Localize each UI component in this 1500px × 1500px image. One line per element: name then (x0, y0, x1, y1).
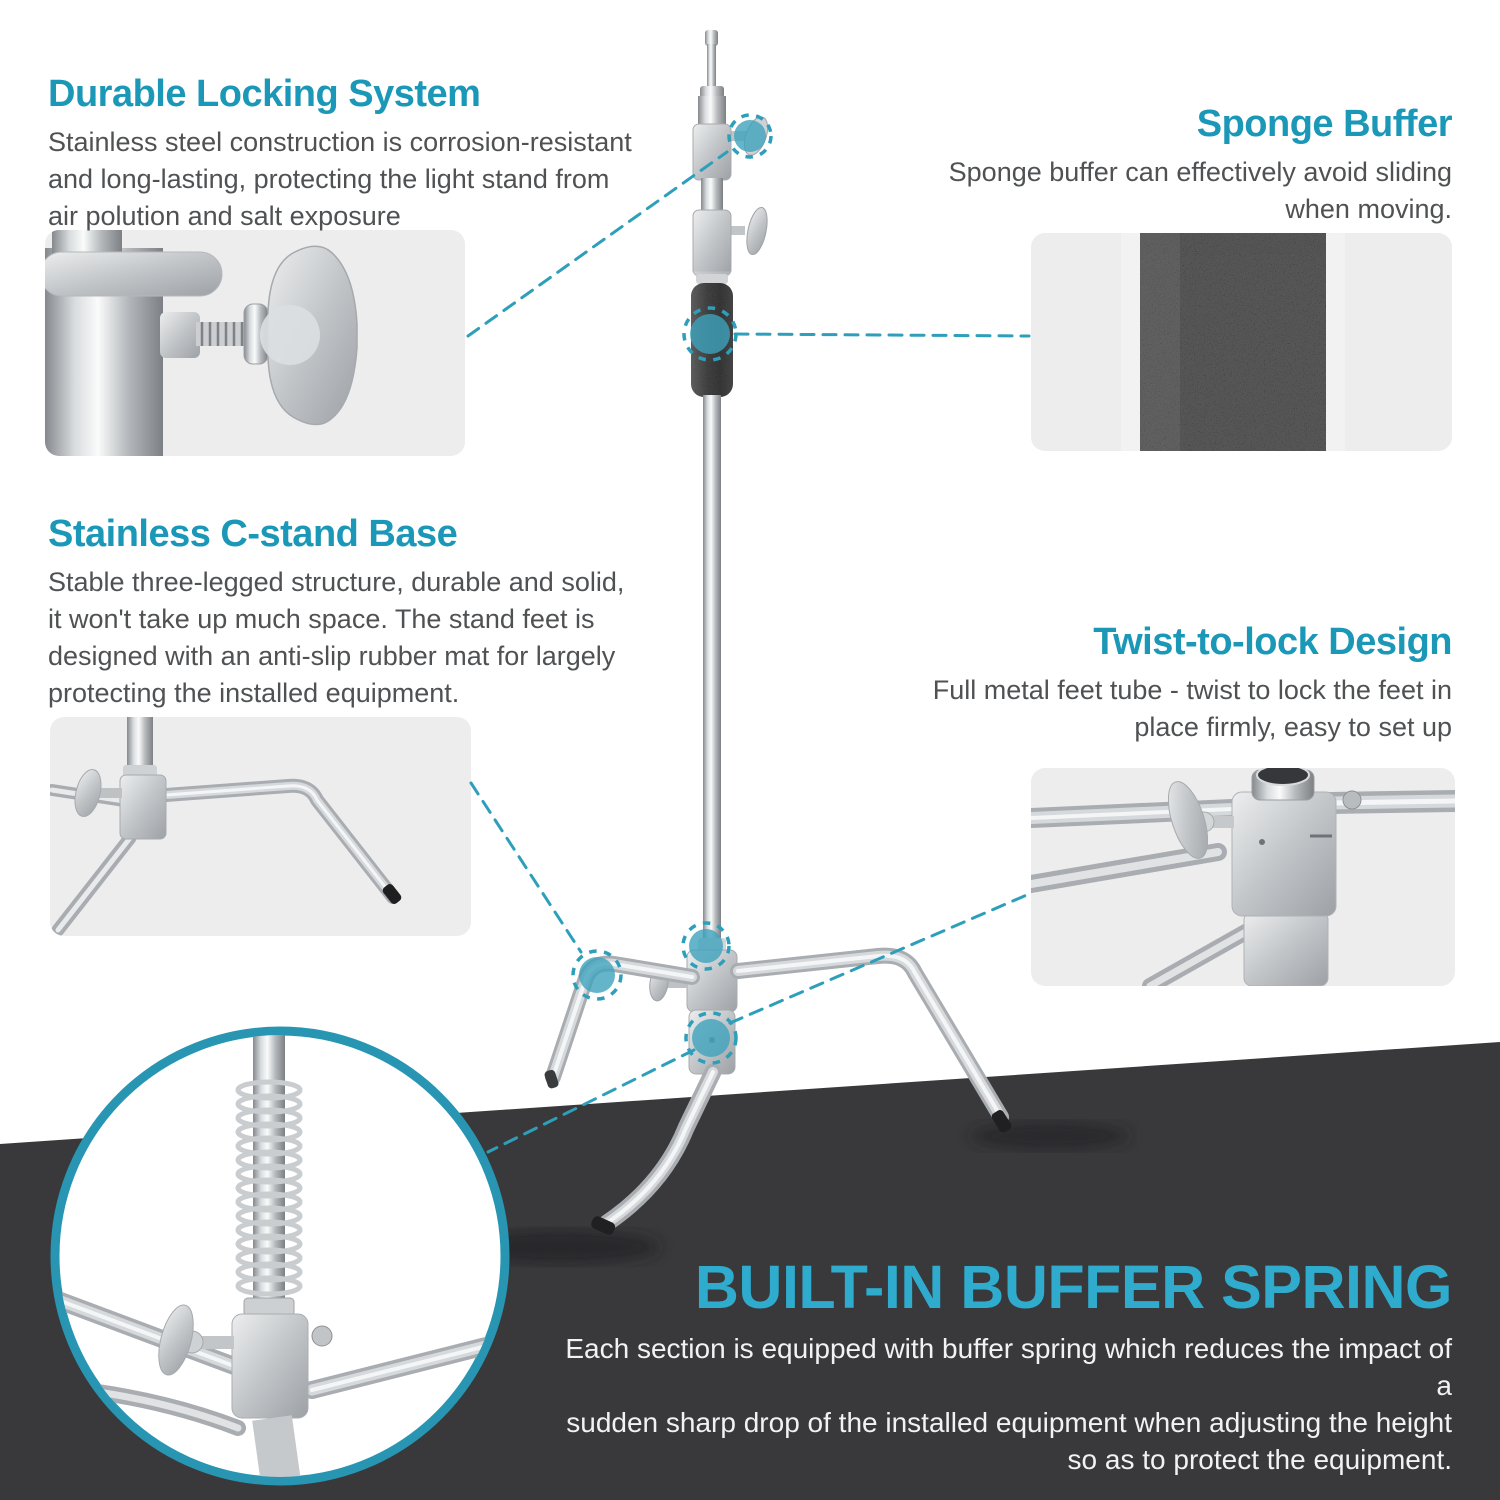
section-twist: Twist-to-lock Design Full metal feet tub… (812, 620, 1453, 746)
callout-sponge (682, 306, 738, 362)
sponge-texture (1140, 233, 1326, 451)
leader-twistlock (728, 892, 1031, 1025)
buffer-spring-coil (235, 1079, 303, 1297)
front-leg (591, 1063, 722, 1235)
section-locking-title: Durable Locking System (48, 73, 481, 115)
inset-base-photo (50, 717, 471, 936)
leader-sponge (733, 332, 1031, 338)
section-sponge-body: Sponge buffer can effectively avoid slid… (948, 156, 1452, 224)
callout-base-hub (684, 1011, 738, 1065)
leader-spring (486, 1048, 696, 1154)
callout-top-knob (727, 113, 773, 159)
section-spring-title: BUILT-IN BUFFER SPRING (694, 1253, 1453, 1321)
inset-sponge-photo (1031, 233, 1452, 451)
mid-lock-knob (746, 206, 768, 256)
leader-lines (466, 150, 1031, 1154)
leg-shadows (460, 1122, 1130, 1264)
section-sponge-title: Sponge Buffer (1196, 103, 1453, 145)
section-spring: BUILT-IN BUFFER SPRING Each section is e… (552, 1252, 1452, 1478)
leader-locking (466, 150, 729, 338)
callout-markers (571, 113, 773, 1065)
section-locking: Durable Locking System Stainless steel c… (48, 72, 688, 235)
section-base: Stainless C-stand Base Stable three-legg… (48, 512, 708, 712)
inset-spring-circle (50, 1026, 510, 1486)
twist-knob (1167, 781, 1209, 859)
section-twist-body: Full metal feet tube - twist to lock the… (932, 674, 1452, 742)
main-pole (703, 395, 721, 947)
callout-left-leg (571, 949, 623, 1001)
leader-base (469, 781, 583, 954)
inset-twistlock-photo (1031, 768, 1455, 986)
spigot (700, 86, 724, 98)
section-spring-body: Each section is equipped with buffer spr… (565, 1333, 1452, 1476)
section-twist-title: Twist-to-lock Design (1093, 621, 1452, 663)
section-base-body: Stable three-legged structure, durable a… (48, 566, 625, 708)
right-leg (730, 947, 1012, 1133)
callout-riser-joint (681, 921, 731, 971)
section-base-title: Stainless C-stand Base (48, 513, 458, 555)
section-locking-body: Stainless steel construction is corrosio… (48, 126, 632, 231)
section-sponge: Sponge Buffer Sponge buffer can effectiv… (832, 102, 1453, 228)
inset-locking-photo (45, 230, 465, 456)
